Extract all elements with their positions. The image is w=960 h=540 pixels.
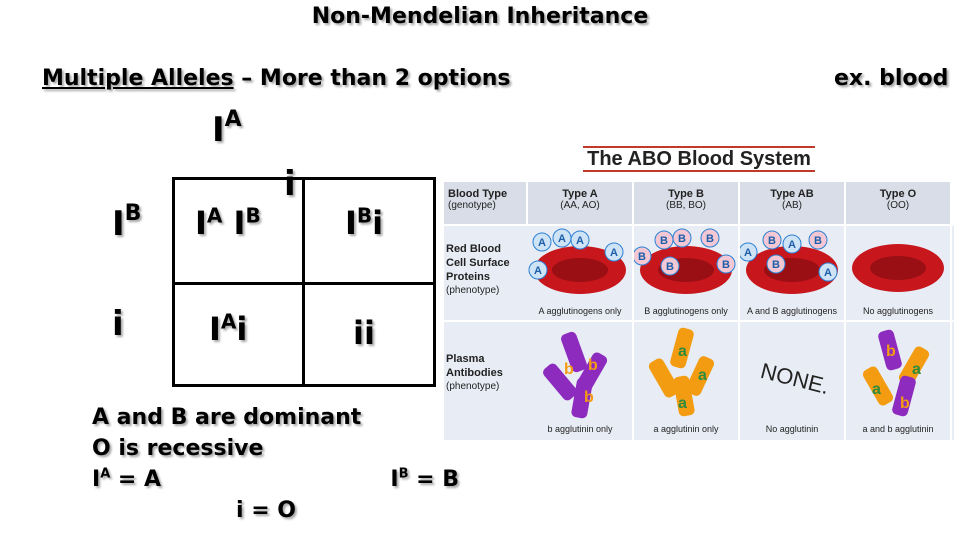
antibody-a-and-b-icon: ba ab [862,329,930,417]
caption-a-agglutinogens: A agglutinogens only [538,306,622,316]
panel-type-b-cells: B B B B B B B agglutinogens only [632,226,740,320]
cell-ib-i: IBi [345,203,384,242]
caption-a-agglutinin: a agglutinin only [653,424,719,434]
side-parent-allele-2: i [112,304,124,344]
header-type-b: Type B(BB, BO) [634,182,740,224]
abo-blood-system-figure: The ABO Blood System Blood Type(genotype… [444,146,954,440]
cell-ia-ib: IA IB [195,203,261,242]
note-dominant: A and B are dominant [92,405,362,430]
grid-divider-horizontal [175,282,433,285]
svg-text:A: A [824,267,832,279]
side-parent-allele-1: IB [112,200,142,244]
note-o-equation: i = O [236,498,296,523]
svg-text:B: B [678,233,686,245]
svg-text:b: b [588,357,598,374]
caption-no-agglutinogens: No agglutinogens [862,306,934,316]
panel-type-a-cells: A A A A A A agglutinogens only [528,226,634,320]
header-blood-type: Blood Type(genotype) [444,182,528,224]
subtitle-rest: – More than 2 options [233,66,511,91]
cell-ii: ii [353,314,375,352]
svg-text:B: B [638,251,646,263]
svg-text:B: B [722,259,730,271]
example-label: ex. blood [834,66,949,91]
svg-text:a: a [678,395,687,412]
abo-figure-title: The ABO Blood System [444,146,954,172]
svg-text:A: A [610,247,618,259]
header-type-ab: Type AB(AB) [740,182,846,224]
svg-text:B: B [814,235,822,247]
caption-b-agglutinin: b agglutinin only [547,424,613,434]
punnett-square: IA IB IBi IAi ii [172,177,436,387]
antibody-a-icon: aaa [648,327,715,417]
svg-text:A: A [744,247,752,259]
svg-text:B: B [768,235,776,247]
svg-text:B: B [706,233,714,245]
svg-text:a: a [872,381,881,398]
svg-text:A: A [576,235,584,247]
abo-table: Blood Type(genotype) Type A(AA, AO) Type… [444,182,954,440]
notes: A and B are dominant O is recessive IA =… [92,402,459,526]
svg-text:A: A [788,239,796,251]
subtitle-underlined: Multiple Alleles [42,66,234,91]
svg-text:A: A [558,233,566,245]
caption-a-and-b-agglutinin: a and b agglutinin [862,424,934,434]
svg-text:a: a [912,361,921,378]
page-title: Non-Mendelian Inheritance [311,4,649,29]
caption-b-agglutinogens: B agglutinogens only [644,306,728,316]
red-cell-type-a: A A A A A [528,228,626,294]
svg-text:a: a [678,343,687,360]
svg-text:b: b [584,389,594,406]
svg-text:A: A [534,265,542,277]
svg-text:B: B [772,259,780,271]
note-recessive: O is recessive [92,436,264,461]
caption-no-agglutinin: No agglutinin [765,424,819,434]
top-parent-allele-2: i [284,164,296,204]
svg-text:b: b [900,395,910,412]
header-type-a: Type A(AA, AO) [528,182,634,224]
subtitle: Multiple Alleles – More than 2 options [42,66,510,91]
panel-type-ab-antibodies: NONE. No agglutinin [740,322,846,440]
svg-text:b: b [564,361,574,378]
note-allele-equations: IA = A IB = B [92,466,460,492]
panel-type-o-cells: No agglutinogens [846,226,952,320]
svg-text:a: a [698,367,707,384]
caption-ab-agglutinogens: A and B agglutinogens [746,306,838,316]
none-label: NONE. [758,357,832,400]
red-cell-type-o [852,244,944,292]
red-cell-type-ab: A B A B B A [738,230,838,294]
red-cell-type-b: B B B B B B [632,228,736,294]
cell-ia-i: IAi [209,309,248,348]
svg-text:b: b [886,343,896,360]
panel-type-ab-cells: A B A B B A A and B agglutinogens [738,226,846,320]
header-type-o: Type O(OO) [846,182,952,224]
svg-text:A: A [538,237,546,249]
svg-text:B: B [666,261,674,273]
svg-text:B: B [660,235,668,247]
top-parent-allele-1: IA [212,106,242,150]
